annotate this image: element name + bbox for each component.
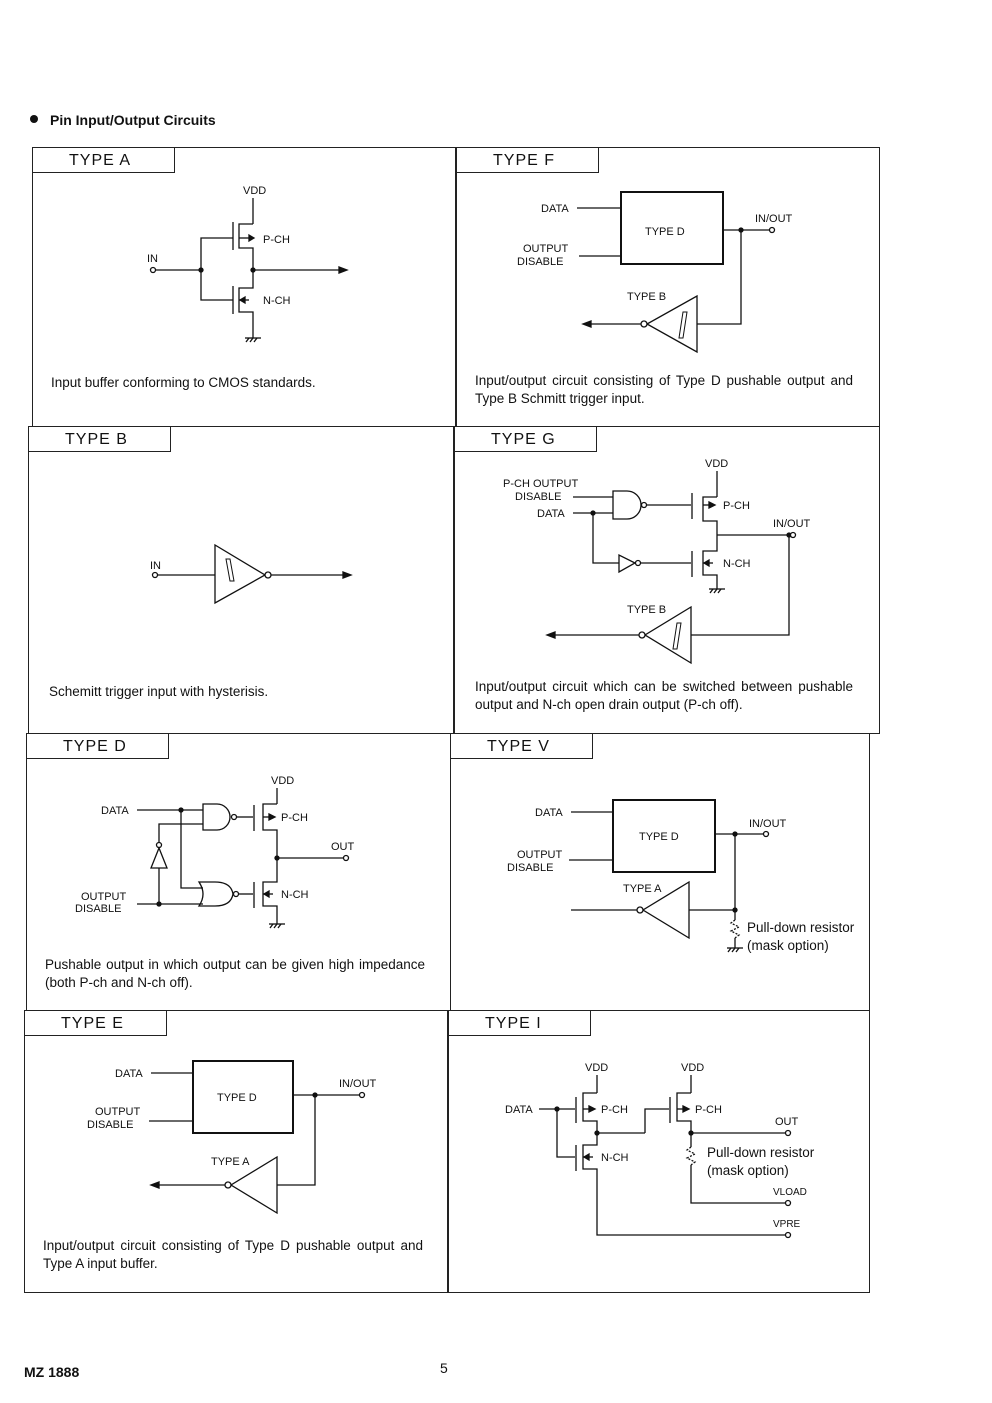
disable-label: DISABLE: [517, 256, 563, 268]
vdd-label: VDD: [705, 458, 728, 470]
mask-option-label: (mask option): [747, 938, 829, 953]
cell-type-e: TYPE E DATA OUTPUT DISABLE TYPE D IN/OUT…: [24, 1010, 448, 1293]
type-d-schematic: VDD DATA P-CH OUT N-CH: [75, 775, 355, 929]
type-b-label: TYPE B: [627, 604, 666, 616]
disable-label: DISABLE: [515, 491, 561, 503]
circuit-grid: TYPE A VDD P-CH IN N-CH Input buffer con…: [24, 147, 880, 1293]
pull-down-label: Pull-down resistor: [747, 920, 855, 935]
cell-type-f: TYPE F DATA OUTPUT DISABLE TYPE D IN/OUT…: [456, 147, 880, 427]
type-e-schematic: DATA OUTPUT DISABLE TYPE D IN/OUT TYPE A: [87, 1060, 377, 1215]
type-e-title: TYPE E: [25, 1011, 167, 1036]
type-i-schematic: VDD VDD DATA P-CH P-CH OUT N-CH: [505, 1062, 815, 1239]
type-v-title: TYPE V: [451, 734, 593, 759]
type-d-block-label: TYPE D: [217, 1092, 257, 1104]
vload-label: VLOAD: [773, 1187, 807, 1198]
data-label: DATA: [535, 807, 563, 819]
section-heading-text: Pin Input/Output Circuits: [50, 112, 216, 128]
type-a-label: TYPE A: [623, 883, 662, 895]
page-number: 5: [440, 1360, 448, 1376]
type-g-description: Input/output circuit which can be switch…: [475, 679, 853, 712]
pull-down-label: Pull-down resistor: [707, 1145, 815, 1160]
type-d-title: TYPE D: [27, 734, 169, 759]
document-id: MZ 1888: [24, 1364, 80, 1380]
pch-label: P-CH: [263, 234, 290, 246]
cell-type-v: TYPE V DATA OUTPUT DISABLE TYPE D IN/OUT…: [450, 733, 870, 1011]
pch-label-2: P-CH: [695, 1104, 722, 1116]
disable-label: DISABLE: [507, 862, 553, 874]
nch-label: N-CH: [723, 558, 751, 570]
type-f-title: TYPE F: [457, 148, 599, 173]
inout-label: IN/OUT: [749, 818, 787, 830]
type-g-schematic: VDD P-CH OUTPUT DISABLE DATA P-CH IN/OUT: [503, 458, 811, 665]
cell-type-i: TYPE I VDD VDD DATA P-CH P-CH OUT: [448, 1010, 870, 1293]
mask-option-label: (mask option): [707, 1163, 789, 1178]
output-label: OUTPUT: [81, 891, 127, 903]
output-label: OUTPUT: [517, 849, 563, 861]
in-label: IN: [147, 253, 158, 265]
cell-type-b: TYPE B IN Schemitt trigger input with hy…: [28, 426, 454, 734]
type-a-title: TYPE A: [33, 148, 175, 173]
type-g-title: TYPE G: [455, 427, 597, 452]
cell-type-d: TYPE D VDD DATA P-CH OUT: [26, 733, 452, 1011]
disable-label: DISABLE: [75, 903, 121, 915]
inout-label: IN/OUT: [755, 213, 793, 225]
data-label: DATA: [541, 203, 569, 215]
resistor-icon: [729, 919, 741, 939]
disable-label: DISABLE: [87, 1119, 133, 1131]
output-label: OUTPUT: [523, 243, 569, 255]
out-label: OUT: [331, 841, 355, 853]
bullet-icon: [30, 115, 38, 124]
data-label: DATA: [537, 508, 565, 520]
data-label: DATA: [101, 805, 129, 817]
cell-type-g: TYPE G VDD P-CH OUTPUT DISABLE DATA P-CH…: [454, 426, 880, 734]
data-label: DATA: [115, 1068, 143, 1080]
inout-label: IN/OUT: [773, 518, 811, 530]
data-label: DATA: [505, 1104, 533, 1116]
type-e-description: Input/output circuit consisting of Type …: [43, 1238, 423, 1271]
inout-label: IN/OUT: [339, 1078, 377, 1090]
nch-label: N-CH: [601, 1152, 629, 1164]
vdd-label: VDD: [243, 185, 266, 197]
type-v-schematic: DATA OUTPUT DISABLE TYPE D IN/OUT TYPE A…: [507, 799, 855, 953]
nch-label: N-CH: [281, 889, 309, 901]
resistor-icon: [685, 1146, 697, 1166]
pch-label-1: P-CH: [601, 1104, 628, 1116]
vdd-label: VDD: [271, 775, 294, 787]
type-f-description: Input/output circuit consisting of Type …: [475, 373, 853, 406]
type-d-block-label: TYPE D: [639, 831, 679, 843]
vdd-label-2: VDD: [681, 1062, 704, 1074]
type-a-label: TYPE A: [211, 1156, 250, 1168]
type-b-description: Schemitt trigger input with hysterisis.: [49, 684, 269, 699]
type-d-description: Pushable output in which output can be g…: [45, 957, 425, 990]
output-label: OUTPUT: [95, 1106, 141, 1118]
type-a-schematic: VDD P-CH IN N-CH: [147, 185, 349, 343]
type-b-title: TYPE B: [29, 427, 171, 452]
type-d-block-label: TYPE D: [645, 226, 685, 238]
type-b-schematic: IN: [150, 543, 353, 605]
type-a-description: Input buffer conforming to CMOS standard…: [51, 375, 316, 390]
cell-type-a: TYPE A VDD P-CH IN N-CH Input buffer con…: [32, 147, 456, 427]
type-f-schematic: DATA OUTPUT DISABLE TYPE D IN/OUT TYPE B: [517, 191, 793, 354]
pch-output-label: P-CH OUTPUT: [503, 478, 578, 490]
type-i-title: TYPE I: [449, 1011, 591, 1036]
out-label: OUT: [775, 1116, 799, 1128]
pch-label: P-CH: [281, 812, 308, 824]
vpre-label: VPRE: [773, 1219, 801, 1230]
vdd-label-1: VDD: [585, 1062, 608, 1074]
pch-label: P-CH: [723, 500, 750, 512]
nch-label: N-CH: [263, 295, 291, 307]
in-label: IN: [150, 560, 161, 572]
type-b-label: TYPE B: [627, 291, 666, 303]
section-heading: Pin Input/Output Circuits: [30, 112, 216, 128]
